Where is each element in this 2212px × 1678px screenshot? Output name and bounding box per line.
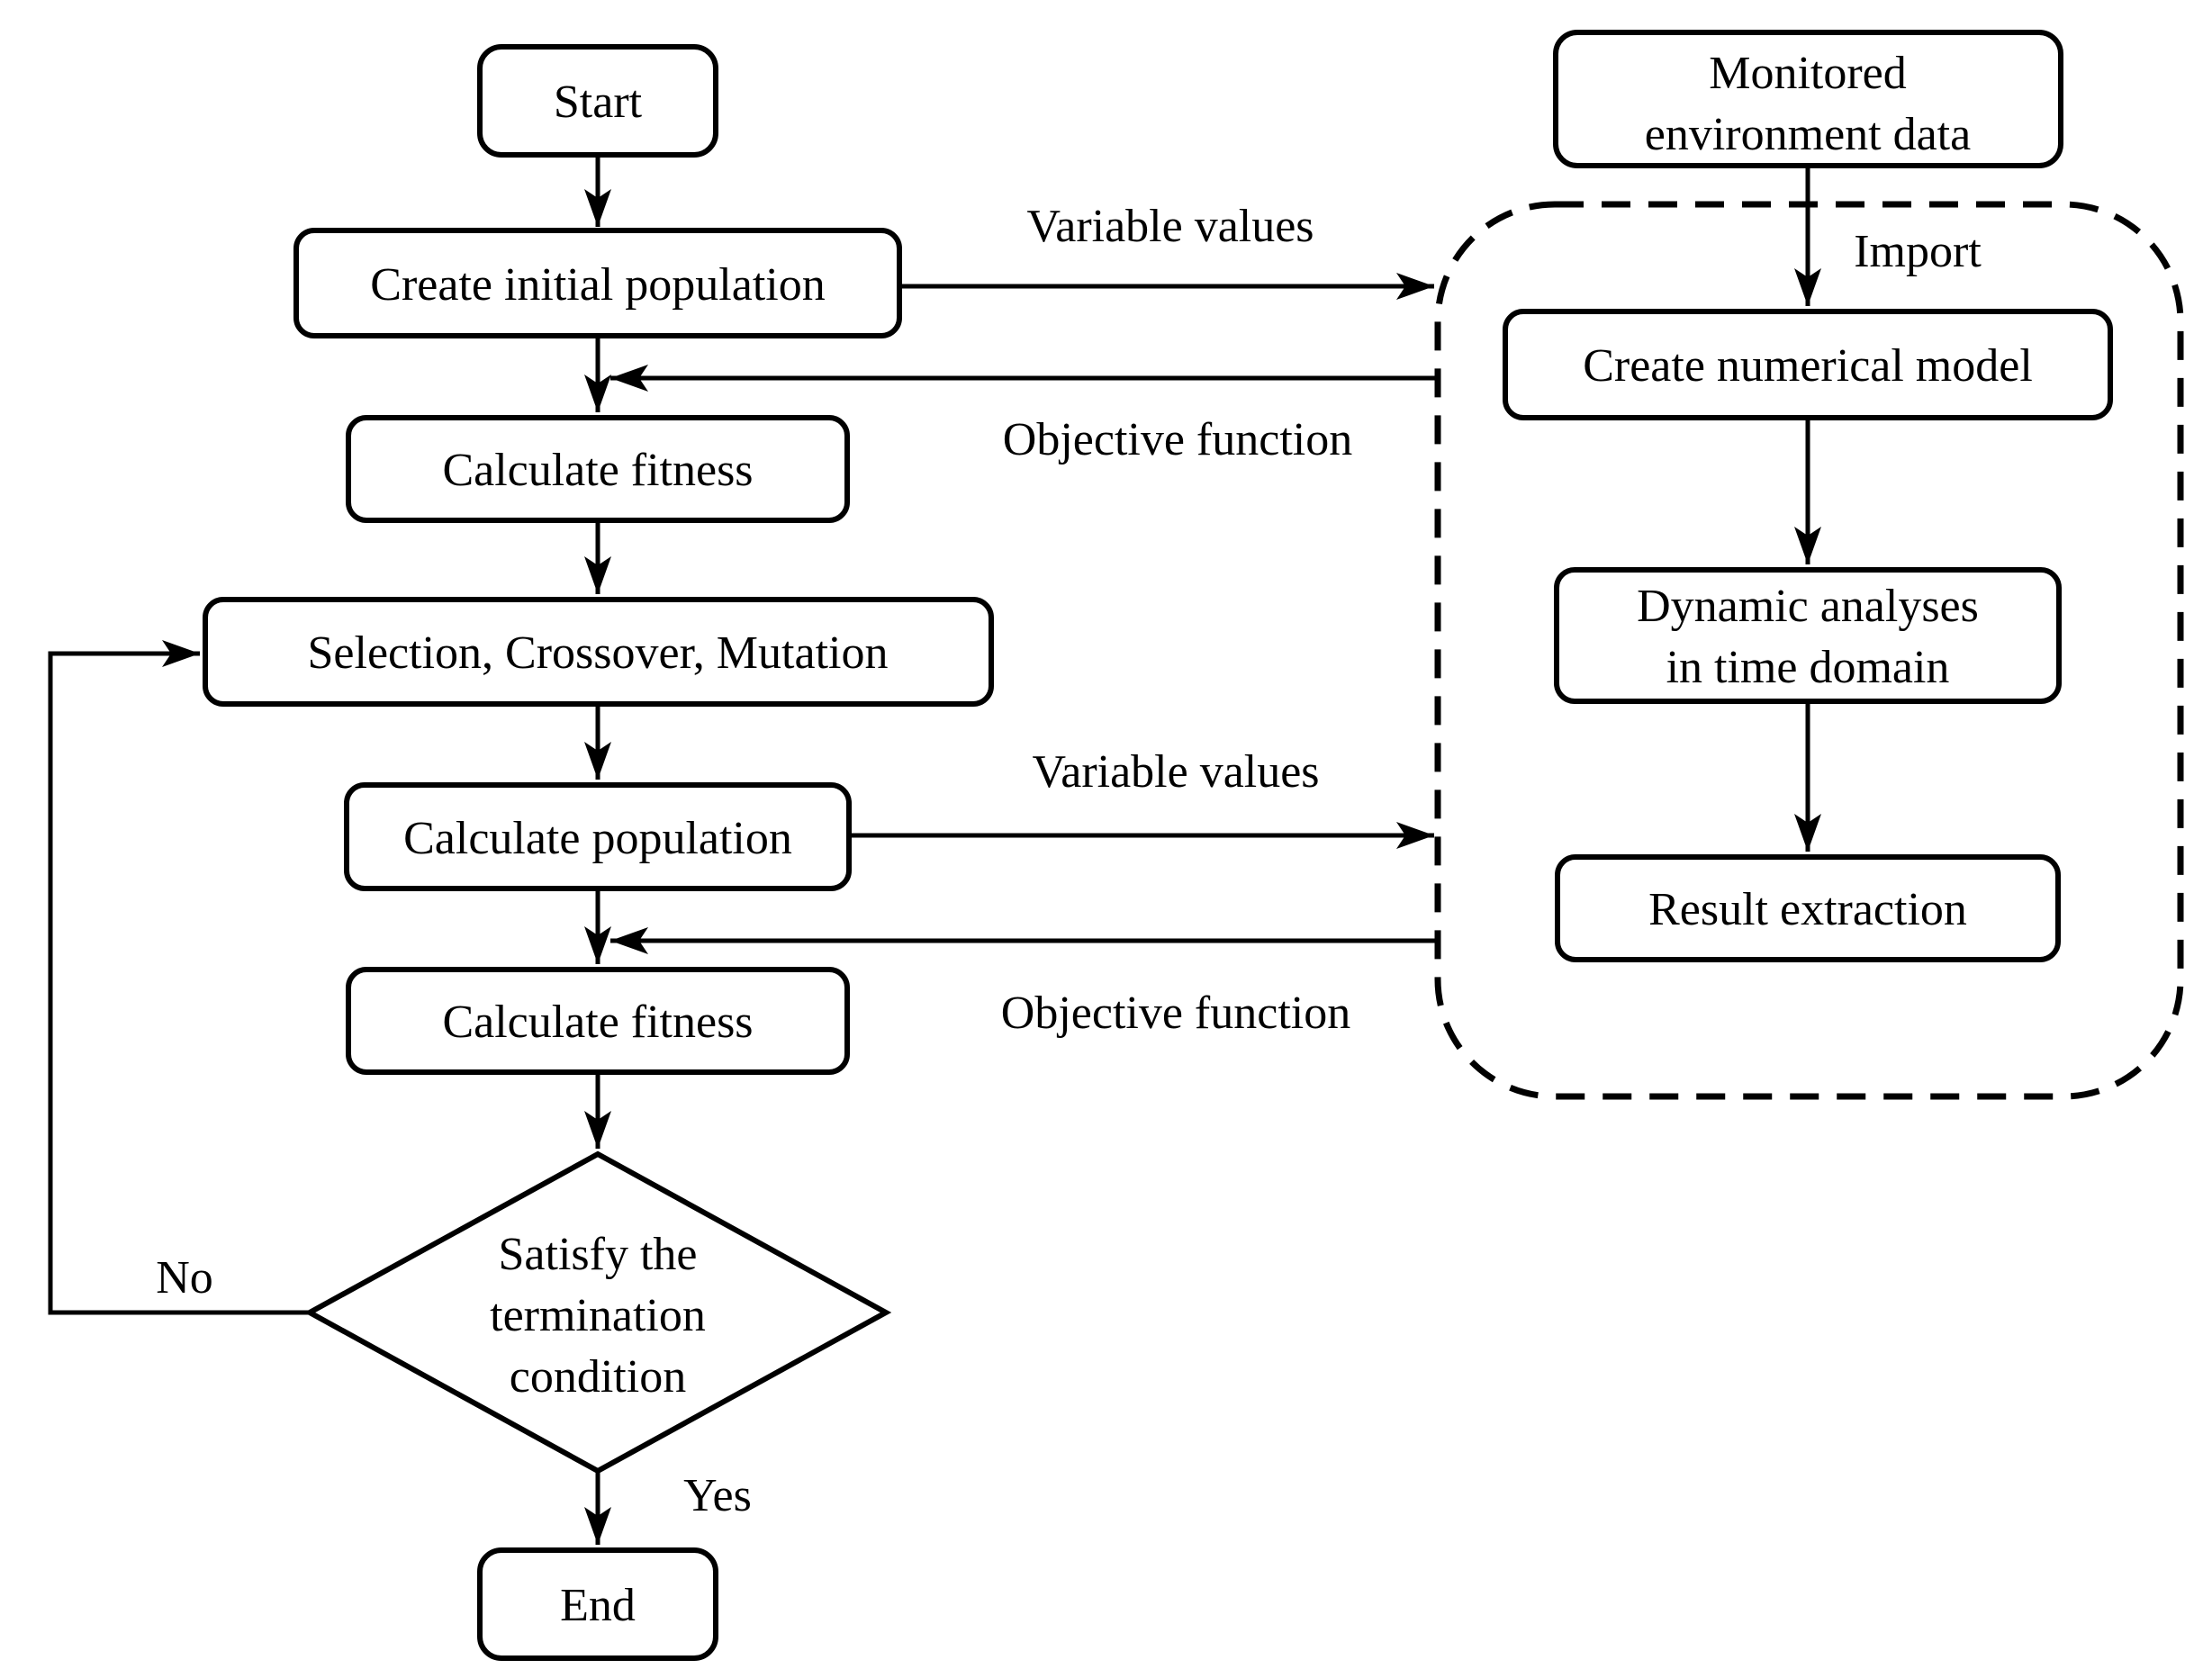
create-numerical-model-box (1503, 309, 2113, 420)
calculate-population-box (344, 782, 852, 891)
node-create-initial-population: Create initial population (293, 228, 902, 338)
termination-decision-line2: termination (490, 1290, 706, 1341)
selection-crossover-mutation-label: Selection, Crossover, Mutation (308, 627, 889, 679)
dynamic-analyses-line1: Dynamic analyses (1637, 581, 1979, 632)
termination-decision-line3: condition (510, 1351, 686, 1403)
calculate-fitness-top-box (346, 415, 850, 523)
node-end: End (477, 1547, 718, 1661)
create-numerical-model-label: Create numerical model (1583, 340, 2033, 392)
node-termination-decision: Satisfy the termination condition (303, 1150, 892, 1475)
selection-crossover-mutation-box (203, 597, 994, 707)
termination-decision-diamond (303, 1150, 892, 1475)
node-create-numerical-model: Create numerical model (1503, 309, 2113, 420)
calculate-population-label: Calculate population (403, 813, 792, 864)
end-box (477, 1547, 718, 1661)
variable-values-top-label: Variable values (1026, 201, 1314, 252)
monitored-environment-data-line2: environment data (1645, 109, 1971, 160)
create-initial-population-label: Create initial population (370, 259, 825, 311)
objective-function-top-label: Objective function (1003, 414, 1352, 465)
start-label: Start (554, 77, 643, 128)
edge-decision-no-loop-to-selection (48, 640, 310, 1315)
node-monitored-environment-data: Monitored environment data (1553, 30, 2063, 168)
import-label: Import (1854, 226, 1982, 277)
calculate-fitness-bottom-label: Calculate fitness (442, 997, 753, 1048)
calculate-fitness-top-label: Calculate fitness (442, 445, 753, 496)
edge-labels: Variable values Objective function Varia… (156, 201, 1982, 1521)
node-selection-crossover-mutation: Selection, Crossover, Mutation (203, 597, 994, 707)
end-label: End (560, 1580, 636, 1631)
monitored-environment-data-line1: Monitored (1709, 48, 1907, 99)
termination-decision-line1: Satisfy the (499, 1229, 698, 1280)
dynamic-analyses-line2: in time domain (1666, 642, 1950, 693)
node-result-extraction: Result extraction (1555, 854, 2061, 962)
node-calculate-fitness-bottom: Calculate fitness (346, 967, 850, 1075)
node-calculate-population: Calculate population (344, 782, 852, 891)
result-extraction-box (1555, 854, 2061, 962)
node-dynamic-analyses: Dynamic analyses in time domain (1554, 567, 2062, 704)
node-calculate-fitness-top: Calculate fitness (346, 415, 850, 523)
objective-function-bottom-label: Objective function (1001, 988, 1350, 1039)
monitored-environment-data-box (1553, 30, 2063, 168)
edges (48, 155, 1821, 1545)
start-box (477, 44, 718, 158)
dynamic-analyses-box (1554, 567, 2062, 704)
no-label: No (156, 1252, 213, 1304)
variable-values-bottom-label: Variable values (1032, 746, 1319, 798)
yes-label: Yes (683, 1470, 752, 1521)
node-start: Start (477, 44, 718, 158)
create-initial-population-box (293, 228, 902, 338)
calculate-fitness-bottom-box (346, 967, 850, 1075)
result-extraction-label: Result extraction (1648, 884, 1967, 935)
